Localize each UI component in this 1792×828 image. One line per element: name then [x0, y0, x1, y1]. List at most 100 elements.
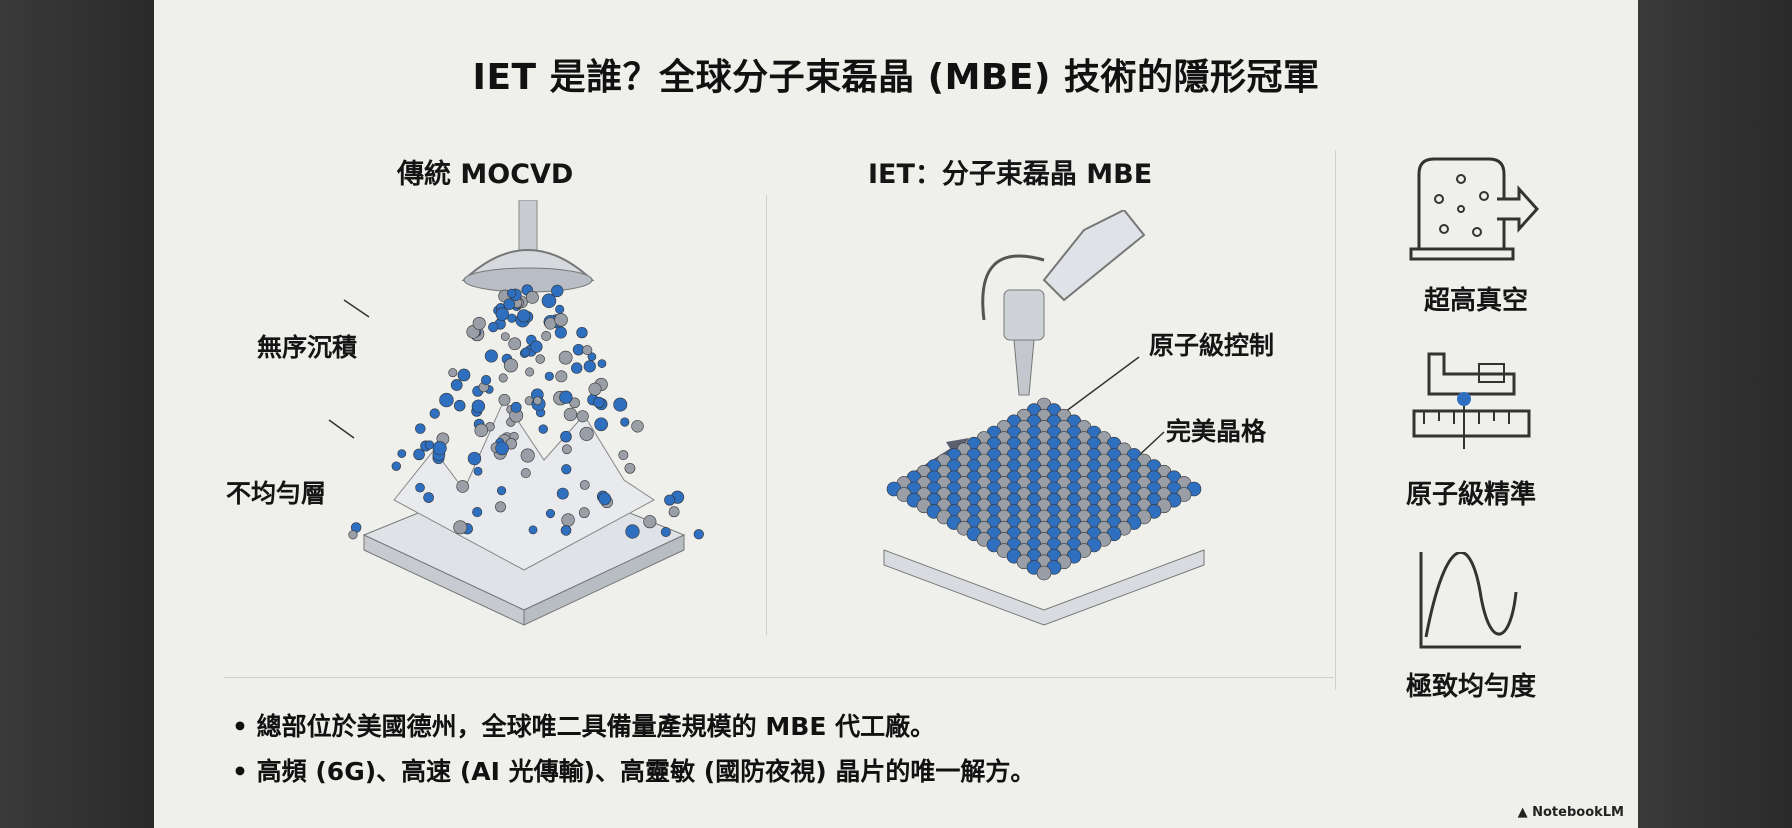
atom	[500, 332, 510, 341]
atom	[453, 520, 468, 535]
atom	[495, 441, 509, 456]
right-heading: IET：分子束磊晶 MBE	[868, 159, 1153, 190]
atom	[561, 513, 575, 527]
atom	[578, 507, 590, 519]
atom	[471, 399, 486, 413]
atom	[450, 379, 463, 391]
lattice-atom	[1036, 565, 1052, 581]
atom	[413, 448, 425, 461]
atom	[582, 345, 593, 356]
atom	[423, 492, 434, 503]
feature-label-atomic-precision: 原子級精準	[1405, 480, 1536, 510]
atom	[530, 340, 543, 353]
slide: IET 是誰？全球分子束磊晶 (MBE) 技術的隱形冠軍 傳統 MOCVD IE…	[154, 0, 1638, 828]
atom	[597, 359, 607, 368]
atom	[457, 368, 471, 382]
atom	[576, 410, 589, 423]
atom	[631, 420, 644, 433]
label-uneven-layer: 不均勻層	[226, 479, 327, 508]
atom	[521, 347, 531, 357]
atom	[507, 288, 517, 299]
atom	[562, 444, 572, 455]
atom	[415, 482, 425, 493]
atom	[588, 382, 602, 396]
atom	[448, 368, 458, 378]
bullet-headquarters: • 總部位於美國德州，全球唯二具備量產規模的 MBE 代工廠。	[232, 712, 936, 741]
notebooklm-watermark: ▲ NotebookLM	[1517, 805, 1624, 820]
atom	[554, 313, 568, 327]
label-atomic-control: 原子級控制	[1149, 331, 1275, 360]
atom	[664, 494, 676, 506]
atom	[495, 501, 506, 513]
atom	[551, 284, 564, 298]
atom	[391, 461, 401, 471]
bottom-divider	[224, 677, 1334, 678]
atom	[555, 370, 568, 383]
atom	[558, 350, 573, 365]
right-letterbox	[1638, 0, 1792, 828]
atom	[535, 354, 545, 364]
atom	[497, 486, 507, 496]
label-perfect-lattice: 完美晶格	[1166, 417, 1267, 446]
atom	[484, 349, 498, 363]
atom	[560, 430, 572, 443]
atom	[569, 397, 580, 409]
atom	[576, 326, 588, 339]
atom	[593, 396, 605, 409]
atom	[503, 298, 516, 310]
atom	[397, 449, 407, 458]
atom	[424, 440, 435, 450]
atom	[563, 407, 578, 422]
atom	[556, 487, 569, 500]
atom	[510, 401, 522, 413]
atom	[579, 426, 594, 441]
atom	[429, 408, 440, 419]
atom	[503, 358, 518, 373]
bullet-applications: • 高頻 (6G)、高速 (AI 光傳輸)、高靈敏 (國防夜視) 晶片的唯一解方…	[232, 757, 1036, 786]
atom	[472, 507, 483, 518]
atom	[554, 326, 567, 339]
atom	[668, 506, 680, 518]
atom	[472, 316, 486, 330]
atom	[643, 515, 657, 529]
atom	[625, 524, 640, 539]
atom	[538, 424, 548, 434]
atom	[488, 321, 499, 333]
atom	[439, 392, 454, 408]
atom	[473, 466, 483, 476]
atom	[583, 360, 596, 373]
slide-title: IET 是誰？全球分子束磊晶 (MBE) 技術的隱形冠軍	[472, 57, 1320, 98]
feature-label-uniformity: 極致均勻度	[1405, 672, 1536, 702]
atom	[520, 468, 531, 479]
atom	[561, 464, 572, 475]
mocvd-illustration	[328, 200, 704, 626]
atom	[474, 423, 488, 438]
atom	[545, 508, 556, 519]
atom	[541, 330, 552, 341]
atom	[453, 399, 466, 412]
atom	[571, 362, 583, 374]
atom	[624, 462, 636, 474]
atom	[415, 423, 426, 434]
atom	[498, 373, 508, 383]
sine-wave-icon	[1419, 552, 1521, 649]
atom	[613, 397, 628, 412]
atom	[508, 337, 522, 351]
atom	[660, 527, 671, 538]
atom	[560, 525, 572, 536]
robot-arm-icon	[1042, 210, 1146, 302]
atom	[620, 417, 630, 427]
atom	[559, 390, 573, 404]
feature-label-ultra-high-vacuum: 超高真空	[1423, 286, 1528, 316]
atom	[481, 375, 492, 386]
atom	[618, 450, 629, 461]
atom	[517, 309, 531, 323]
shower-pipe	[518, 200, 538, 251]
atom	[544, 371, 554, 381]
atom	[579, 480, 590, 490]
atom	[525, 367, 535, 377]
atom	[348, 530, 358, 540]
atom	[467, 451, 482, 466]
label-disordered-deposition: 無序沉積	[257, 333, 358, 362]
atom	[432, 441, 447, 456]
